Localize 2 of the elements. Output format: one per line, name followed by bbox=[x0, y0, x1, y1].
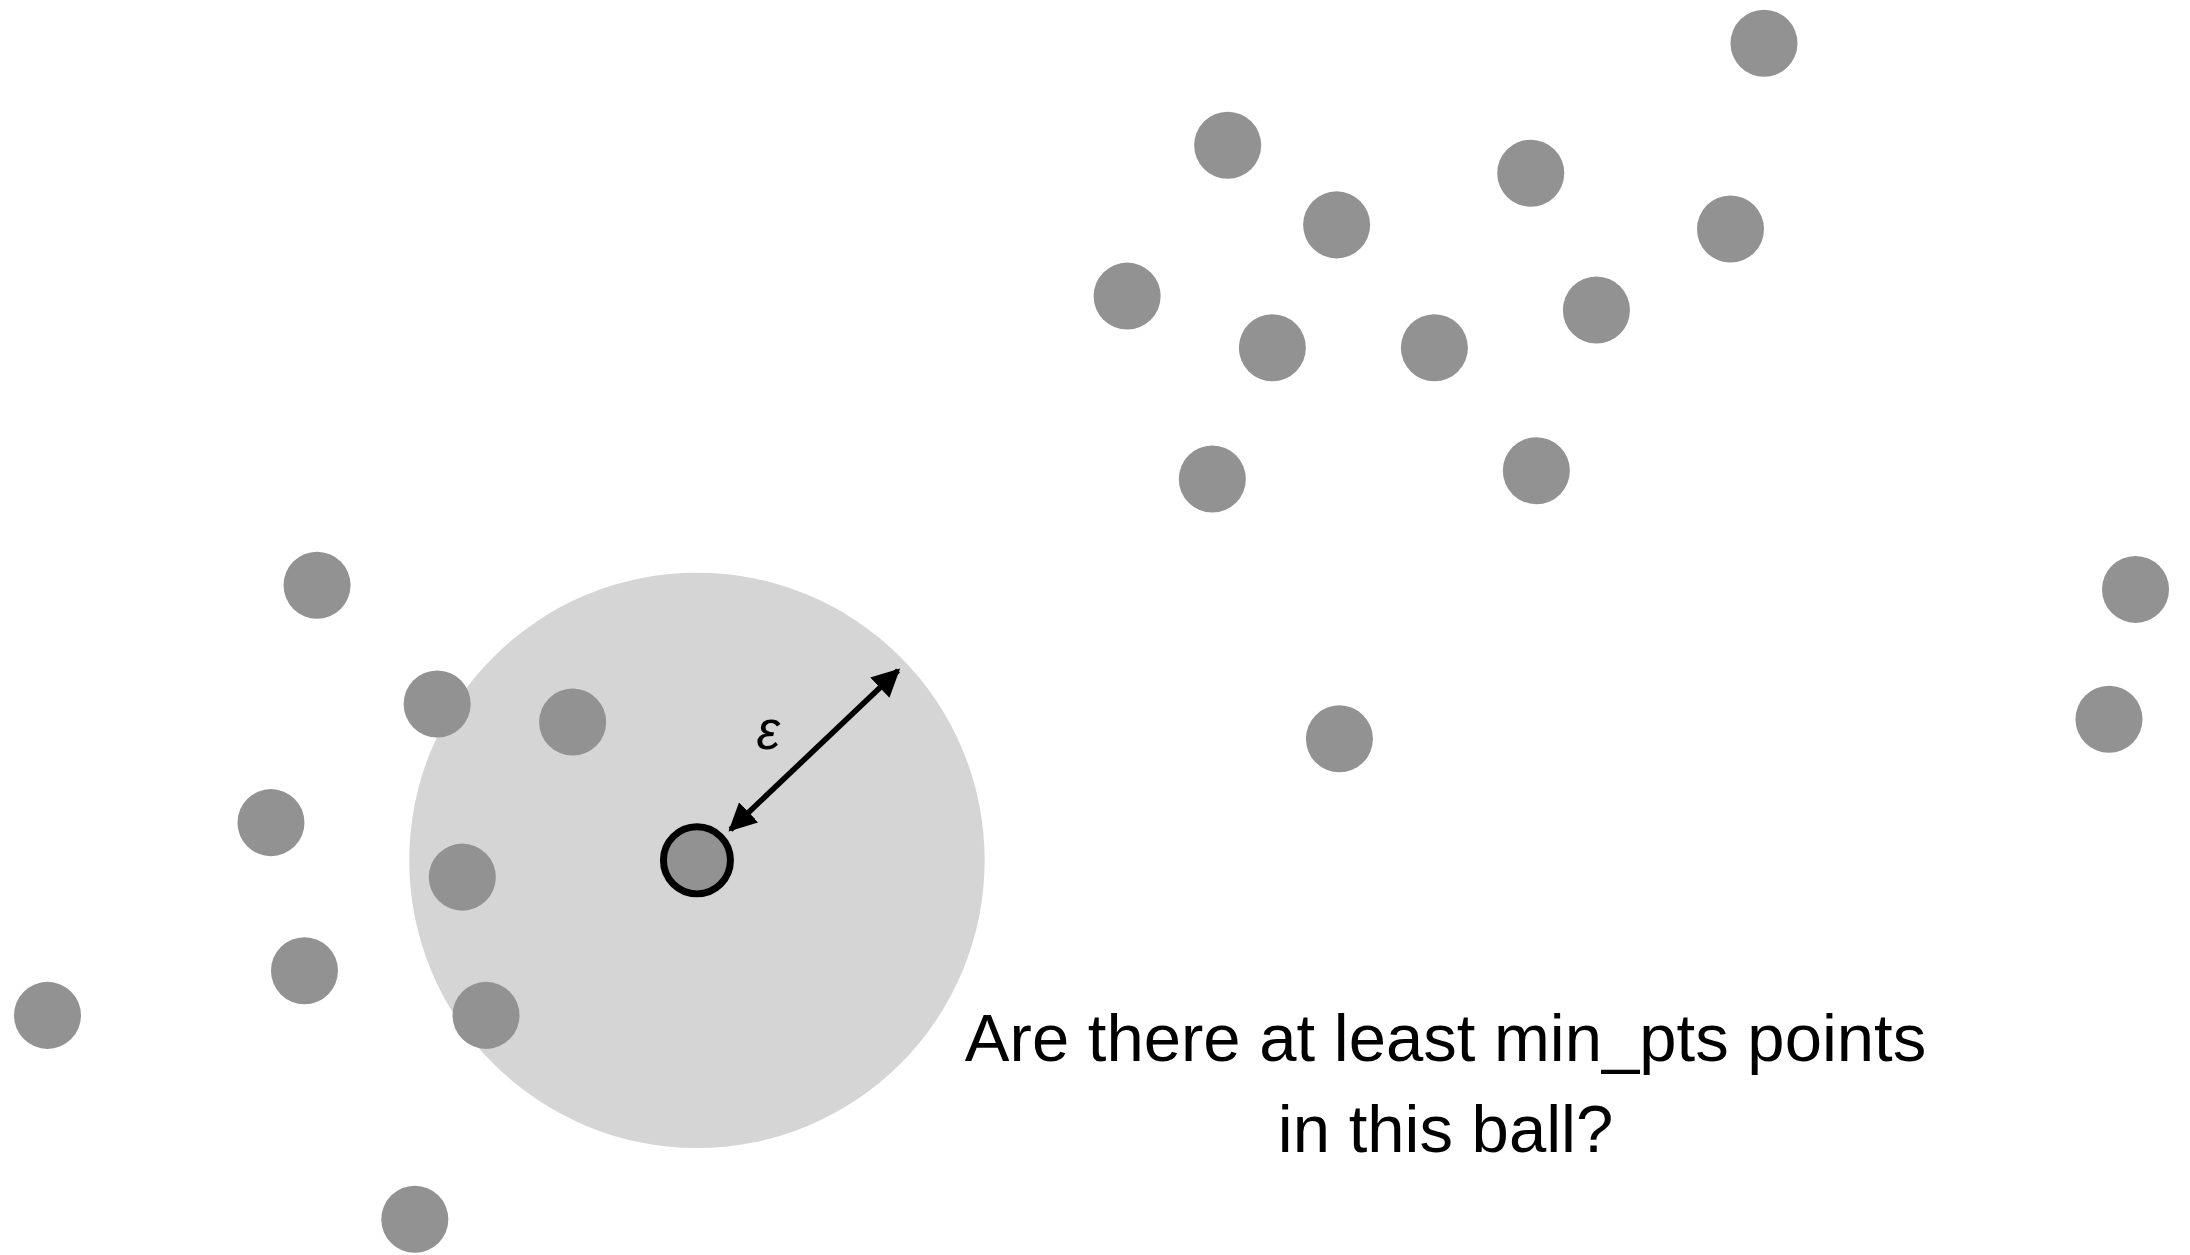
epsilon-label: ε bbox=[755, 700, 781, 762]
question-text: Are there at least min_pts points in this ball? bbox=[963, 1000, 1928, 1168]
